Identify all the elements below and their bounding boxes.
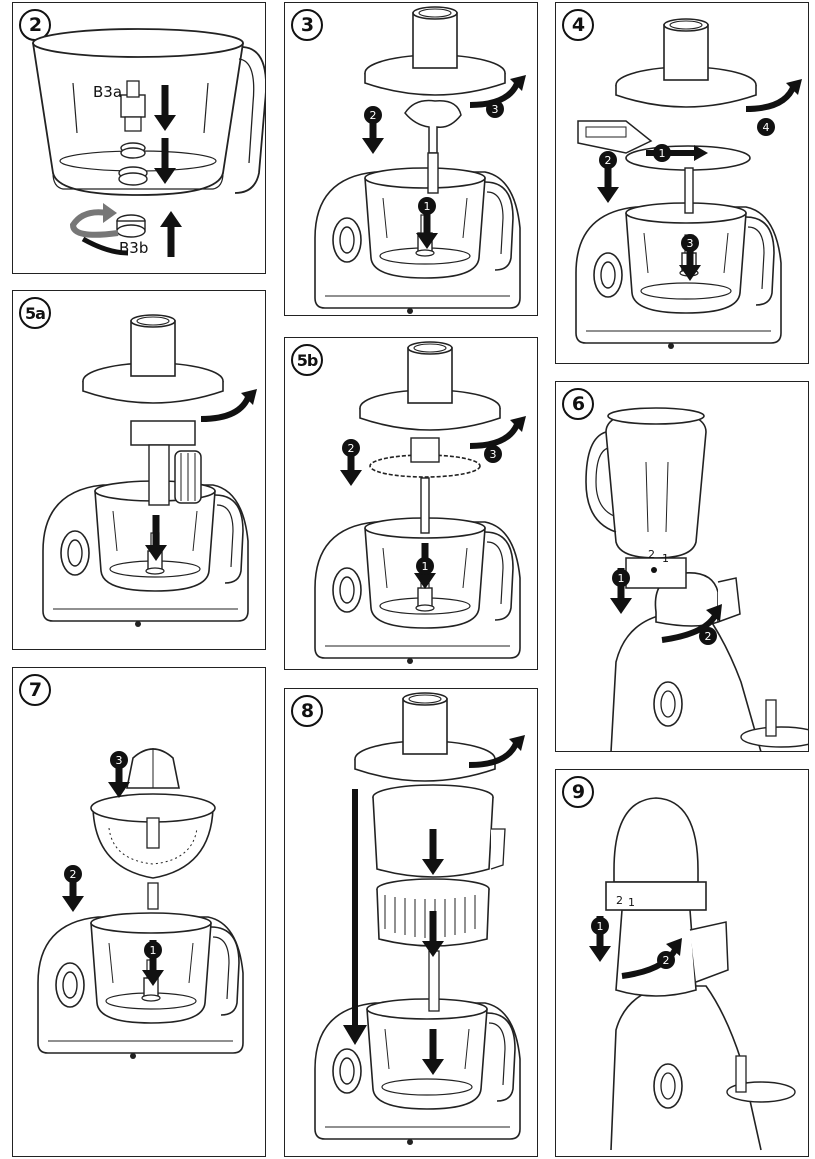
blade-assembly-diagram: 1 2 3	[314, 6, 538, 315]
part-label-b3a: B3a	[93, 83, 123, 101]
step-number-9: 9	[562, 776, 594, 808]
juicer-assembly-diagram	[314, 692, 538, 1146]
svg-text:2: 2	[70, 868, 77, 881]
step-number-2: 2	[19, 9, 51, 41]
step-number-7: 7	[19, 674, 51, 706]
svg-text:2: 2	[705, 630, 712, 643]
emulsifying-disc-diagram: 1 2 3	[314, 341, 538, 665]
part-label-b3b: B3b	[119, 239, 149, 257]
panel-step-2: 2 B3a B3b	[12, 2, 266, 274]
svg-text:1: 1	[659, 147, 666, 160]
svg-text:1: 1	[422, 560, 429, 573]
panel-step-9: 9 1 2 2 1	[555, 769, 809, 1157]
citrus-press-diagram: 1 2 3	[37, 748, 244, 1060]
lock-mark-2: 2	[648, 548, 655, 561]
panel-step-5a: 5a	[12, 290, 266, 650]
mill-assembly-diagram: 1 2	[589, 797, 796, 1151]
svg-text:1: 1	[618, 572, 625, 585]
svg-text:3: 3	[492, 103, 499, 116]
svg-text:2: 2	[663, 954, 670, 967]
bowl-assembly-diagram	[32, 28, 265, 257]
whisk-assembly-diagram	[42, 314, 266, 628]
step-number-5a: 5a	[19, 297, 51, 329]
disc-assembly-diagram: 1 2 3 4	[575, 18, 809, 350]
step-number-4: 4	[562, 9, 594, 41]
svg-text:2: 2	[348, 442, 355, 455]
lock-mark-1: 1	[662, 552, 669, 565]
svg-text:3: 3	[490, 448, 497, 461]
svg-text:2: 2	[370, 109, 377, 122]
panel-step-4: 4 1 2 3 4	[555, 2, 809, 364]
svg-text:1: 1	[150, 944, 157, 957]
panel-step-3: 3 1 2 3	[284, 2, 538, 316]
panel-step-8: 8	[284, 688, 538, 1157]
svg-text:2: 2	[605, 154, 612, 167]
step-number-8: 8	[291, 695, 323, 727]
svg-text:4: 4	[763, 121, 770, 134]
lock-mark-2: 2	[616, 894, 623, 907]
panel-step-7: 7 1 2 3	[12, 667, 266, 1157]
svg-text:3: 3	[687, 237, 694, 250]
step-number-5b: 5b	[291, 344, 323, 376]
lock-mark-1: 1	[628, 896, 635, 909]
panel-step-6: 6 1 2 2 1	[555, 381, 809, 752]
step-number-6: 6	[562, 388, 594, 420]
blender-assembly-diagram: 1 2	[585, 407, 808, 751]
step-number-3: 3	[291, 9, 323, 41]
panel-step-5b: 5b 1 2 3	[284, 337, 538, 670]
svg-text:1: 1	[424, 200, 431, 213]
svg-text:3: 3	[116, 754, 123, 767]
svg-text:1: 1	[597, 920, 604, 933]
